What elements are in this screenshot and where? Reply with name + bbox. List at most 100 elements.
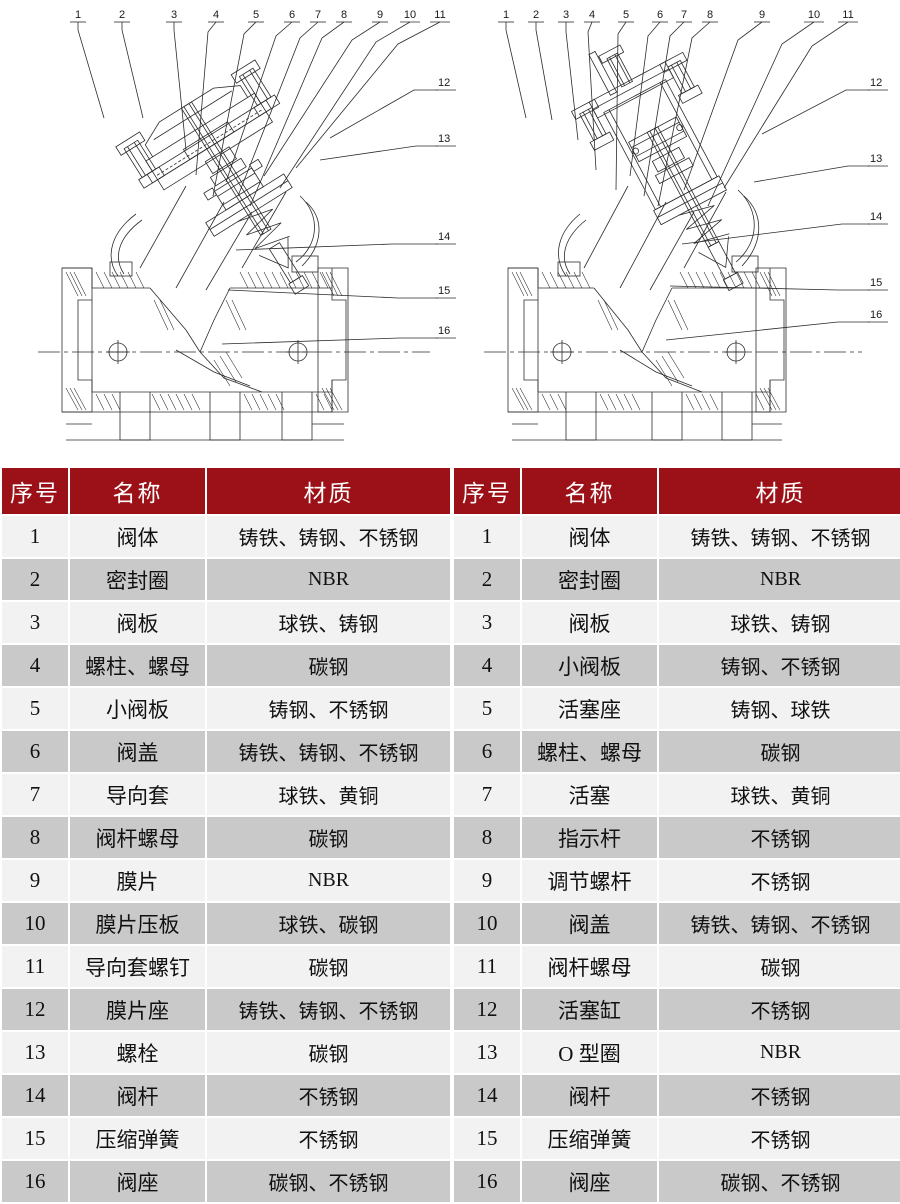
callout-14: 14	[438, 231, 450, 243]
cell-no: 12	[0, 987, 70, 1032]
cell-no: 4	[0, 643, 70, 688]
callout-6: 6	[289, 9, 295, 21]
cell-name: 阀座	[68, 1159, 207, 1204]
cell-material: 铸铁、铸钢、不锈钢	[657, 901, 900, 946]
technical-drawings-area: 1 2 3 4 5 6 7 8 9 10 11 12 13 14 15 16	[0, 0, 900, 462]
cell-name: 活塞座	[520, 686, 659, 731]
cell-name: 阀座	[520, 1159, 659, 1204]
cell-name: 阀杆	[68, 1073, 207, 1118]
cell-name: 阀板	[68, 600, 207, 645]
cell-no: 15	[0, 1116, 70, 1161]
callout-10: 10	[404, 9, 416, 21]
cell-name: 阀盖	[68, 729, 207, 774]
callout-7: 7	[315, 9, 321, 21]
header-material: 材质	[205, 466, 452, 516]
callout-r4: 4	[589, 9, 595, 21]
cell-no: 6	[452, 729, 522, 774]
cell-no: 3	[452, 600, 522, 645]
header-name: 名称	[520, 466, 659, 516]
callout-r11: 11	[842, 9, 853, 21]
cell-material: NBR	[205, 858, 452, 903]
cell-no: 4	[452, 643, 522, 688]
header-no: 序号	[452, 466, 522, 516]
cell-material: 碳钢	[657, 944, 900, 989]
cell-material: 碳钢	[205, 815, 452, 860]
cell-no: 5	[452, 686, 522, 731]
cell-material: 碳钢、不锈钢	[205, 1159, 452, 1204]
cell-material: 球铁、碳钢	[205, 901, 452, 946]
cell-material: NBR	[657, 557, 900, 602]
callout-r9: 9	[759, 9, 765, 21]
cell-material: 不锈钢	[657, 987, 900, 1032]
cell-material: 球铁、铸钢	[657, 600, 900, 645]
callout-12: 12	[438, 77, 450, 89]
cell-name: 螺柱、螺母	[68, 643, 207, 688]
cell-no: 9	[452, 858, 522, 903]
cell-no: 14	[0, 1073, 70, 1118]
cell-no: 10	[0, 901, 70, 946]
cell-no: 3	[0, 600, 70, 645]
cell-no: 10	[452, 901, 522, 946]
cell-material: 球铁、黄铜	[205, 772, 452, 817]
table-header-row: 序号 名称 材质	[0, 466, 452, 516]
cell-no: 8	[452, 815, 522, 860]
callout-5: 5	[253, 9, 259, 21]
callout-16: 16	[438, 325, 450, 337]
callout-4: 4	[213, 9, 219, 21]
cell-material: 铸钢、球铁	[657, 686, 900, 731]
cell-no: 2	[0, 557, 70, 602]
cell-material: 不锈钢	[205, 1116, 452, 1161]
cell-material: 铸铁、铸钢、不锈钢	[205, 514, 452, 559]
cell-name: 活塞	[520, 772, 659, 817]
cell-material: 铸钢、不锈钢	[657, 643, 900, 688]
cell-material: 不锈钢	[657, 815, 900, 860]
cell-material: 碳钢	[205, 1030, 452, 1075]
cell-name: 螺柱、螺母	[520, 729, 659, 774]
callout-8: 8	[341, 9, 347, 21]
cell-name: 阀杆螺母	[520, 944, 659, 989]
cell-name: 膜片座	[68, 987, 207, 1032]
cell-material: 球铁、铸钢	[205, 600, 452, 645]
callout-r8: 8	[707, 9, 713, 21]
callout-r14: 14	[870, 211, 882, 223]
callout-11: 11	[434, 9, 445, 21]
callout-9: 9	[377, 9, 383, 21]
callout-r15: 15	[870, 277, 882, 289]
cell-no: 11	[0, 944, 70, 989]
cell-name: 活塞缸	[520, 987, 659, 1032]
cell-name: 小阀板	[520, 643, 659, 688]
callout-r12: 12	[870, 77, 882, 89]
callout-r10: 10	[808, 9, 820, 21]
cell-name: 阀体	[68, 514, 207, 559]
cell-no: 14	[452, 1073, 522, 1118]
valve-section-drawing-right: 1 2 3 4 5 6 7 8 9 10 11 12 13 14 15 16	[470, 0, 900, 462]
cell-no: 13	[452, 1030, 522, 1075]
cell-name: 阀板	[520, 600, 659, 645]
cell-no: 5	[0, 686, 70, 731]
cell-name: 螺栓	[68, 1030, 207, 1075]
cell-name: 阀杆螺母	[68, 815, 207, 860]
cell-name: 小阀板	[68, 686, 207, 731]
cell-no: 12	[452, 987, 522, 1032]
cell-name: 密封圈	[520, 557, 659, 602]
cell-material: NBR	[205, 557, 452, 602]
